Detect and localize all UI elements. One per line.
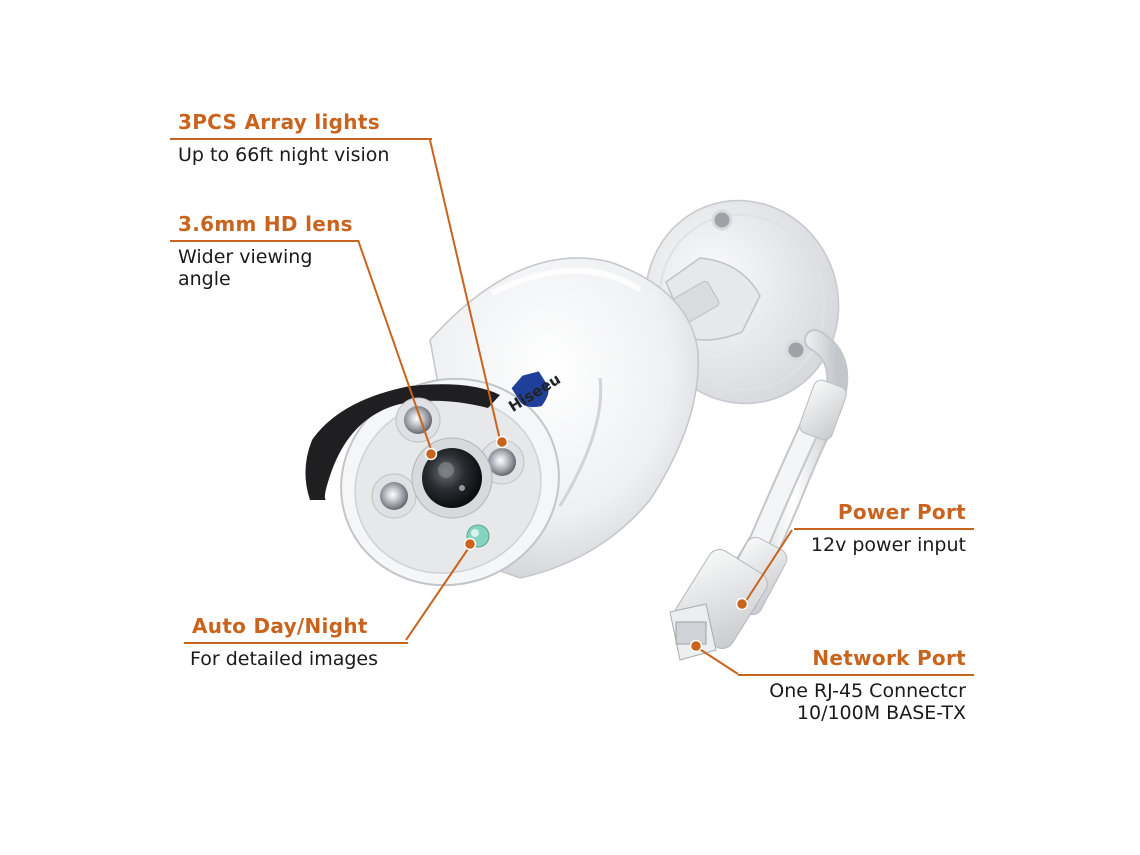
divider xyxy=(738,674,974,676)
leader-power-port xyxy=(743,529,793,605)
leader-lines xyxy=(357,139,793,675)
camera-lens xyxy=(411,437,493,519)
screw-hole xyxy=(711,209,733,231)
ir-led xyxy=(395,397,441,443)
divider xyxy=(170,240,358,242)
network-connector xyxy=(669,549,768,661)
leader-hd-lens xyxy=(357,239,433,453)
callout-desc: 12v power input xyxy=(810,534,966,556)
callout-network-port: Network Port One RJ-45 Connectcr 10/100M… xyxy=(706,646,974,724)
callout-title: 3PCS Array lights xyxy=(178,110,380,134)
leader-network-port xyxy=(697,647,739,675)
camera-barrel: Hiseeu xyxy=(305,257,700,587)
callout-title: 3.6mm HD lens xyxy=(178,212,353,236)
callout-hd-lens: 3.6mm HD lens Wider viewing angle xyxy=(170,212,358,290)
swivel-arm xyxy=(665,257,761,341)
leader-dots xyxy=(424,435,749,653)
callout-title: Auto Day/Night xyxy=(192,614,368,638)
callout-desc: One RJ-45 Connectcr 10/100M BASE-TX xyxy=(769,680,966,724)
callout-auto-day-night: Auto Day/Night For detailed images xyxy=(184,614,408,670)
callout-power-port: Power Port 12v power input xyxy=(736,500,974,556)
callout-title: Power Port xyxy=(837,500,966,524)
leader-array-lights xyxy=(429,139,501,441)
cable-splitter xyxy=(799,379,847,441)
ir-led xyxy=(371,473,417,519)
leader-auto-day-night xyxy=(405,545,471,641)
callout-title: Network Port xyxy=(812,646,966,670)
divider xyxy=(794,528,974,530)
divider xyxy=(184,642,408,644)
divider xyxy=(170,138,432,140)
screw-hole xyxy=(785,339,807,361)
callout-desc: For detailed images xyxy=(190,648,378,670)
callout-desc: Wider viewing angle xyxy=(178,246,313,290)
callout-array-lights: 3PCS Array lights Up to 66ft night visio… xyxy=(170,110,432,166)
callout-desc: Up to 66ft night vision xyxy=(178,144,390,166)
